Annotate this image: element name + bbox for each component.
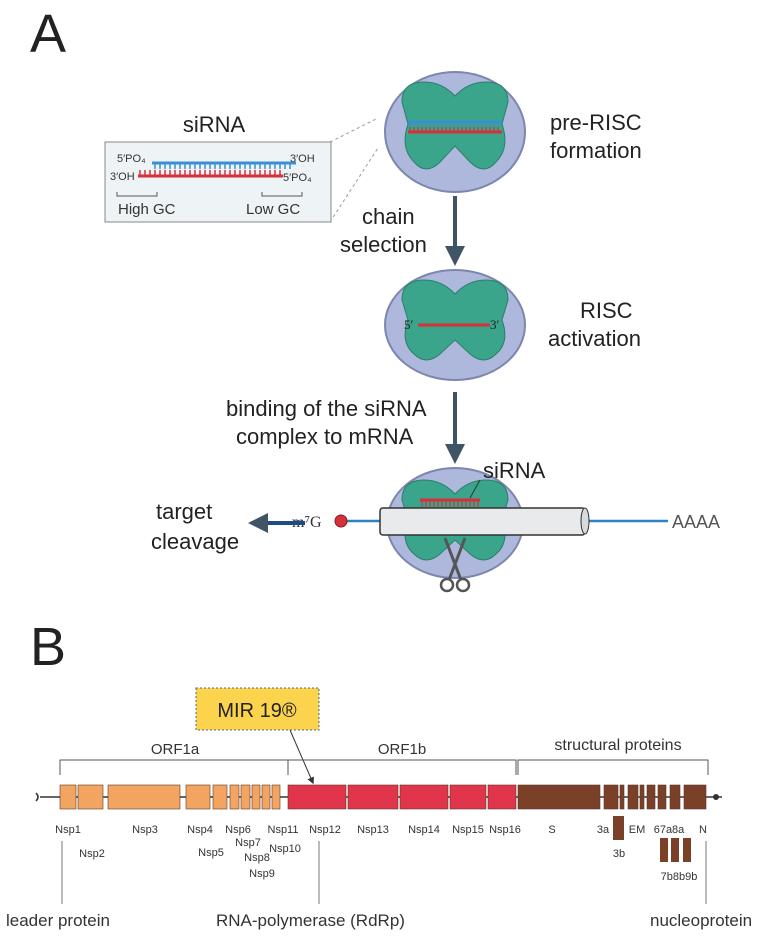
genome-blocks xyxy=(35,784,719,810)
nsp2-label: Nsp2 xyxy=(79,848,105,860)
orf1a-brace xyxy=(59,759,289,775)
gene-block-orf1a xyxy=(212,784,228,810)
panel-a-label: A xyxy=(30,4,66,64)
3b-label: 3b xyxy=(613,848,625,860)
target-line2: cleavage xyxy=(151,529,239,554)
gene-block-orf1b xyxy=(287,784,347,810)
nsp12-label: Nsp12 xyxy=(309,824,341,836)
nsp8-label: Nsp8 xyxy=(244,852,270,864)
nsp7-label: Nsp7 xyxy=(235,837,261,849)
3a-label: 3a xyxy=(597,824,610,836)
mir19-callout: MIR 19® xyxy=(217,700,296,722)
structural-brace xyxy=(517,759,709,775)
nsp14-label: Nsp14 xyxy=(408,824,440,836)
gene-block-orf1a xyxy=(229,784,240,810)
sirna-box-title: siRNA xyxy=(183,112,246,137)
active-risc-complex: 5′ 3′ xyxy=(384,269,526,381)
sirna-inset: siRNA 5′PO₄ 3′OH 3′OH 5′PO₄ High GC Low … xyxy=(104,112,379,223)
gene-block-orf1a xyxy=(77,784,104,810)
bottom-right-end: 5′PO₄ xyxy=(283,172,312,184)
nsp11-label: Nsp11 xyxy=(268,824,299,836)
rdrp-label: RNA-polymerase (RdRp) xyxy=(216,911,405,930)
risc-activation-line2: activation xyxy=(548,326,641,351)
gene-block-orf1b xyxy=(347,784,399,810)
gene-block-structural xyxy=(683,784,707,810)
gene-block-structural xyxy=(517,784,601,810)
nsp6-label: Nsp6 xyxy=(225,824,251,836)
nsp15-label: Nsp15 xyxy=(452,824,484,836)
nsp10-label: Nsp10 xyxy=(269,843,301,855)
pre-risc-complex xyxy=(384,71,526,193)
cap-label: m⁷G xyxy=(292,514,322,531)
gene-block-structural xyxy=(646,784,656,810)
orf1b-brace xyxy=(287,759,517,775)
nsp1-label: Nsp1 xyxy=(55,824,81,836)
gene-block-orf1a xyxy=(240,784,251,810)
mrna-sirna-label: siRNA xyxy=(483,458,546,483)
s-label: S xyxy=(548,824,555,836)
top-left-end: 5′PO₄ xyxy=(117,153,146,165)
nsp4-label: Nsp4 xyxy=(187,824,213,836)
gene-block-orf1a xyxy=(59,784,77,810)
orf1a-label: ORF1a xyxy=(151,741,200,758)
gene-block-orf1a xyxy=(251,784,261,810)
pre-risc-line1: pre-RISC xyxy=(550,110,642,135)
nsp9-label: Nsp9 xyxy=(249,868,275,880)
nsp13-label: Nsp13 xyxy=(357,824,389,836)
top-right-end: 3′OH xyxy=(290,153,315,165)
gene-block-structural xyxy=(603,784,619,810)
7b8b9b-label: 7b8b9b xyxy=(661,871,698,883)
n-label: N xyxy=(699,824,707,836)
structural-label: structural proteins xyxy=(554,737,681,754)
orf1b-label: ORF1b xyxy=(378,741,426,758)
gene-block-orf1a xyxy=(185,784,211,810)
binding-line2: complex to mRNA xyxy=(236,424,414,449)
gene-block-structural xyxy=(639,784,645,810)
leader-protein-label: leader protein xyxy=(6,911,110,930)
gene-block-orf1b xyxy=(487,784,517,810)
gene-block-structural xyxy=(619,784,625,810)
nsp16-label: Nsp16 xyxy=(489,824,521,836)
nsp5-label: Nsp5 xyxy=(198,847,224,859)
risc-mrna-complex xyxy=(334,467,668,593)
high-gc-label: High GC xyxy=(118,201,176,218)
chain-selection-line2: selection xyxy=(340,232,427,257)
genome-5-end xyxy=(35,792,39,802)
sirna-duplex xyxy=(138,161,296,178)
gene-block-structural xyxy=(627,784,639,810)
nucleoprotein-label: nucleoprotein xyxy=(650,911,752,930)
panel-b-label: B xyxy=(30,617,66,677)
scissors-icon xyxy=(439,537,471,593)
gene-block-orf1b xyxy=(449,784,487,810)
em-label: EM xyxy=(629,824,646,836)
strand-5-prime: 5′ xyxy=(404,317,414,332)
binding-line1: binding of the siRNA xyxy=(226,396,427,421)
nsp3-label: Nsp3 xyxy=(132,824,158,836)
orf-7-8-9-subblocks xyxy=(613,816,691,862)
target-line1: target xyxy=(156,499,212,524)
pre-risc-line2: formation xyxy=(550,138,642,163)
risc-activation-line1: RISC xyxy=(580,298,633,323)
genome-3-end xyxy=(713,794,719,800)
gene-block-orf1a xyxy=(107,784,181,810)
bottom-left-end: 3′OH xyxy=(110,171,135,183)
low-gc-label: Low GC xyxy=(246,201,300,218)
chain-selection-line1: chain xyxy=(362,204,415,229)
gene-block-orf1a xyxy=(271,784,281,810)
gene-block-orf1b xyxy=(399,784,449,810)
gene-block-structural xyxy=(657,784,667,810)
67a8a-label: 67a8a xyxy=(654,824,685,836)
polya-label: AAAA xyxy=(672,512,720,532)
callout-arrow xyxy=(289,729,314,785)
mir19-callout-box xyxy=(195,687,320,731)
gene-block-orf1a xyxy=(261,784,271,810)
strand-3-prime: 3′ xyxy=(490,317,500,332)
gene-block-structural xyxy=(669,784,681,810)
